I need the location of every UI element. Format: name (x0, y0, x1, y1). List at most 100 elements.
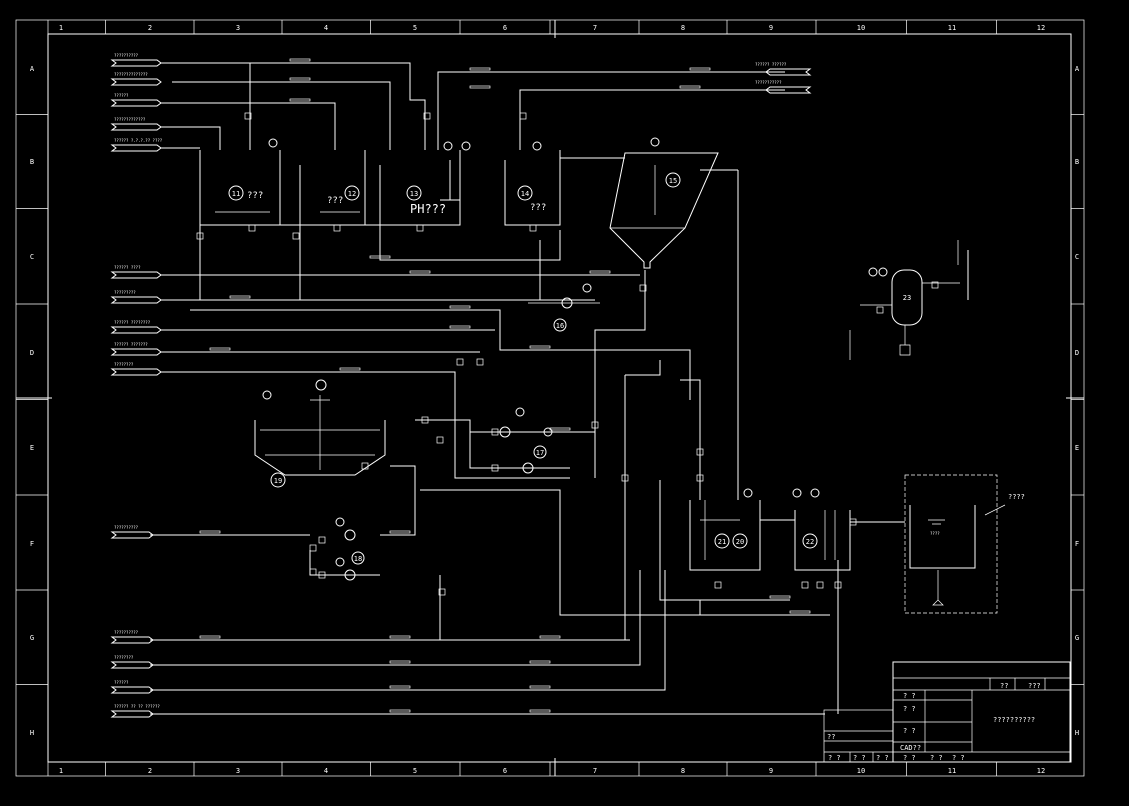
valve-symbols (196, 112, 939, 596)
pump-16-num: 16 (556, 322, 564, 330)
valve (438, 588, 446, 596)
tank-14-label: ??? (530, 203, 546, 213)
inlet-arrow (110, 531, 154, 539)
inlet-label: ?????? ?? ?? ?????? (114, 704, 160, 709)
inlet-arrow (110, 348, 162, 356)
pipe-tag (529, 685, 551, 689)
clarifier-15-num: 15 (669, 177, 677, 185)
pipe-tag (289, 58, 311, 62)
pipe-tag (289, 77, 311, 81)
grid-col-top: 2 (148, 24, 152, 32)
valve (849, 518, 857, 526)
valve (196, 232, 204, 240)
pipe-tag (389, 530, 411, 534)
right-inlet-arrows: ?????? ????????????????? (755, 62, 969, 300)
grid-col-top: 1 (59, 24, 63, 32)
inlet-label: ?????????? (114, 53, 139, 58)
valve (816, 581, 824, 589)
grid-row-left: B (30, 158, 34, 166)
grid-col-bottom: 4 (324, 767, 328, 775)
inlet-arrow (110, 271, 162, 279)
pipe-tag (549, 427, 571, 431)
tank-12-num: 12 (348, 190, 356, 198)
tank-13 (364, 150, 461, 226)
tank-14-num: 14 (521, 190, 529, 198)
inlet-arrow (110, 59, 162, 67)
inlet-label: ?????????? (114, 525, 139, 530)
title-footer-6: ? ? (952, 754, 965, 762)
inlet-label: ?????? ???????? (114, 320, 151, 325)
vessel-23 (849, 240, 960, 360)
inlet-arrow (110, 636, 154, 644)
valve (436, 436, 444, 444)
inlet-arrow (110, 368, 162, 376)
tank-22-num: 22 (806, 538, 814, 546)
grid-row-right: E (1075, 444, 1079, 452)
pipe-tag (529, 345, 551, 349)
grid-col-bottom: 3 (236, 767, 240, 775)
inlet-arrow (110, 326, 162, 334)
grid-row-left: A (30, 65, 35, 73)
valve (318, 571, 326, 579)
inlet-arrow-right (765, 68, 812, 76)
pipe-tag (289, 98, 311, 102)
grid-col-bottom: 7 (593, 767, 597, 775)
pipe-tag (369, 255, 391, 259)
title-footer-3: ? ? (876, 754, 889, 762)
pipe-tag (789, 610, 811, 614)
inlet-label-right: ??????????? (755, 80, 782, 85)
grid-row-left: C (30, 253, 34, 261)
valve (639, 284, 647, 292)
title-header-1: ?? (1000, 682, 1008, 690)
grid-col-bottom: 11 (948, 767, 956, 775)
inlet-arrow (110, 661, 154, 669)
pipe-tag (589, 270, 611, 274)
pump-17 (499, 407, 553, 474)
pipe-tag (449, 325, 471, 329)
inlet-arrow (110, 296, 162, 304)
grid-row-left: F (30, 540, 34, 548)
valve (309, 568, 317, 576)
valve (491, 428, 499, 436)
valve (621, 474, 629, 482)
grid-row-right: B (1075, 158, 1079, 166)
inlet-arrow (110, 710, 154, 718)
pipe-tag (679, 85, 701, 89)
pipe-tag (199, 530, 221, 534)
title-footer-4: ? ? (903, 754, 916, 762)
grid-row-left: D (30, 349, 34, 357)
grid-col-top: 11 (948, 24, 956, 32)
grid-row-right: F (1075, 540, 1079, 548)
valve (416, 224, 424, 232)
valve (292, 232, 300, 240)
inlet-label: ?????? ???? (114, 265, 141, 270)
valve (591, 421, 599, 429)
title-header-2: ??? (1028, 682, 1041, 690)
inlet-label: ?????? (114, 93, 129, 98)
valve (456, 358, 464, 366)
grid-col-top: 10 (857, 24, 865, 32)
grid-row-left: G (30, 634, 34, 642)
title-row-4: ?? (827, 733, 835, 741)
tank-13-num: 13 (410, 190, 418, 198)
inlet-label: ?????????? (114, 630, 139, 635)
valve (309, 544, 317, 552)
inlet-label: ?????? (114, 680, 129, 685)
title-row-5: CAD?? (900, 744, 921, 752)
pipe-tag (229, 295, 251, 299)
grid-col-bottom: 12 (1037, 767, 1045, 775)
inlet-arrow (110, 123, 162, 131)
inlet-label: ?????????????? (114, 72, 148, 77)
pipe-tag (469, 85, 491, 89)
pipe-tag (529, 660, 551, 664)
inlet-arrow (110, 99, 162, 107)
tank-20-num: 20 (736, 538, 744, 546)
pipe-tag (469, 67, 491, 71)
pump-16 (528, 283, 600, 332)
grid-row-left: H (30, 729, 34, 737)
pipe-tag (529, 709, 551, 713)
grid-col-top: 3 (236, 24, 240, 32)
